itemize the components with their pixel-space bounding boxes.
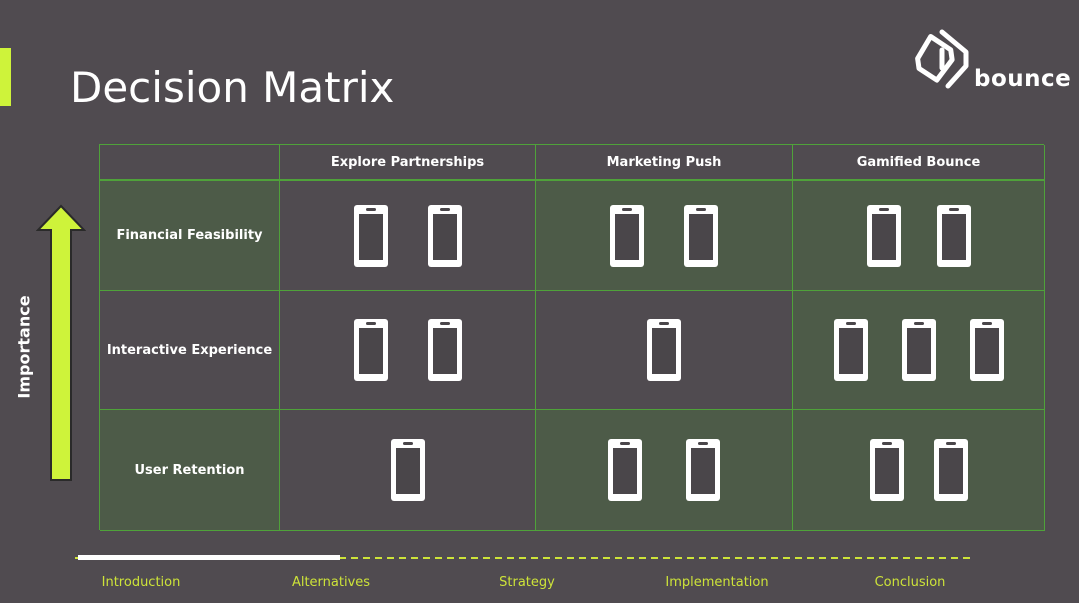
score-cell: [536, 291, 793, 410]
phone-icon: [869, 439, 904, 501]
row-label-interactive-experience: Interactive Experience: [100, 291, 280, 410]
row-label-user-retention: User Retention: [100, 410, 280, 531]
phone-icon: [353, 204, 388, 267]
decision-matrix: Explore Partnerships Marketing Push Gami…: [99, 144, 1045, 531]
column-header-gamified-bounce: Gamified Bounce: [793, 145, 1045, 181]
phone-icon: [686, 439, 720, 501]
score-cell: [280, 181, 536, 291]
score-cell: [793, 410, 1045, 531]
slide-title: Decision Matrix: [70, 63, 395, 112]
nav-item-conclusion[interactable]: Conclusion: [874, 575, 946, 590]
phone-icon: [427, 204, 462, 267]
nav-item-implementation[interactable]: Implementation: [665, 575, 769, 590]
phone-icon: [353, 319, 388, 381]
score-cell: [536, 181, 793, 291]
nav-progress-indicator: [78, 555, 340, 560]
score-cell: [793, 291, 1045, 410]
up-arrow-icon: [36, 204, 86, 481]
nav-item-introduction[interactable]: Introduction: [101, 575, 181, 590]
brand-name: bounce: [974, 66, 1072, 92]
importance-axis-label: Importance: [14, 295, 34, 399]
phone-icon: [647, 319, 681, 381]
score-cell: [280, 410, 536, 531]
phone-icon: [936, 204, 971, 267]
column-header-explore-partnerships: Explore Partnerships: [280, 145, 536, 181]
nav-item-alternatives[interactable]: Alternatives: [291, 575, 371, 590]
phone-icon: [969, 319, 1004, 381]
phone-icon: [610, 204, 644, 267]
score-cell: [280, 291, 536, 410]
brand-logo: bounce: [912, 28, 1072, 100]
phone-icon: [901, 319, 936, 381]
phone-icon: [866, 204, 901, 267]
phone-icon: [933, 439, 968, 501]
score-cell: [793, 181, 1045, 291]
phone-icon: [833, 319, 868, 381]
bounce-logo-icon: [915, 29, 969, 89]
column-header-marketing-push: Marketing Push: [536, 145, 793, 181]
nav-item-strategy[interactable]: Strategy: [499, 575, 555, 590]
phone-icon: [427, 319, 462, 381]
row-label-financial-feasibility: Financial Feasibility: [100, 181, 280, 291]
accent-bar: [0, 48, 11, 106]
score-cell: [536, 410, 793, 531]
phone-icon: [390, 439, 425, 501]
matrix-corner-cell: [100, 145, 280, 181]
phone-icon: [608, 439, 642, 501]
phone-icon: [684, 204, 718, 267]
